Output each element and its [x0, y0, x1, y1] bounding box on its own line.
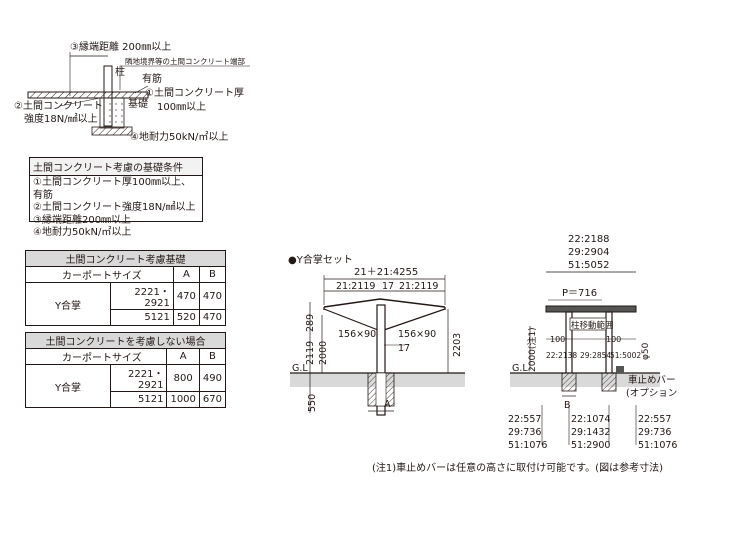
top-dim-3: 51:5052	[568, 260, 610, 271]
conditions-list: ①土間コンクリート厚100㎜以上、有筋 ②土間コンクリート強度18N/㎟以上 ③…	[30, 176, 202, 241]
foundation-shape	[99, 97, 125, 129]
col-right-1: 22:557	[638, 414, 671, 425]
side-footing-right	[601, 372, 617, 392]
table-with-slab: 土間コンクリート考慮基礎 カーポートサイズ A B Y合掌 2221・2921 …	[25, 250, 227, 326]
size-cell: 2221・2921	[110, 282, 174, 310]
top-dim-2: 29:2904	[568, 247, 610, 258]
stopper-label-1: 車止めバー	[628, 374, 676, 386]
side-elevation-drawing: 22:2188 29:2904 51:5052 P＝716 柱移動範囲 100 …	[508, 234, 678, 451]
bearing-base-shape	[91, 126, 133, 136]
table-title: 土間コンクリートを考慮しない場合	[25, 332, 226, 349]
side-gl-label: G.L	[512, 363, 528, 374]
edge-distance-label: ③縁端距離 200㎜以上	[70, 40, 171, 53]
col-left-3: 51:1076	[508, 440, 547, 451]
p-dim-label: P＝716	[562, 288, 597, 299]
label-b: B	[564, 400, 571, 411]
dim-2203-label: 2203	[452, 333, 463, 357]
post-shape	[376, 304, 386, 416]
conditions-title: 土間コンクリート考慮の基礎条件	[30, 158, 202, 176]
value-a-cell: 470	[172, 282, 200, 310]
top-dim-1: 22:2188	[568, 234, 610, 245]
total-width-label: 21＋21:4255	[354, 267, 418, 278]
pillar-label: 柱	[115, 65, 125, 78]
value-b-cell: 490	[198, 364, 227, 392]
bearing-label: ④地耐力50kN/㎡以上	[130, 130, 228, 143]
table-row: 5121 1000 670	[26, 391, 227, 408]
half-right-label: 21:2119	[399, 281, 438, 292]
column-header-a: A	[166, 348, 200, 365]
dim-289-label: 289	[305, 314, 316, 332]
concrete-label-2: 強度18N/㎟以上	[24, 112, 98, 125]
post-width-label: 17	[398, 343, 410, 354]
column-header-a: A	[172, 266, 200, 283]
value-a-cell: 520	[172, 309, 200, 326]
col-mid-1: 22:1074	[571, 414, 610, 425]
side-ground-fill	[510, 373, 660, 387]
stopper-label-2: (オプション)	[626, 388, 678, 399]
type-cell: Y合掌	[25, 364, 111, 408]
size-cell: 5121	[110, 309, 174, 326]
foundation-detail-drawing: ③縁端距離 200㎜以上 隣地境界等の土間コンクリート端部 柱 有筋 ①土間コン…	[14, 40, 250, 143]
col-mid-2: 29:1432	[571, 427, 610, 438]
col-left-1: 22:557	[508, 414, 541, 425]
beam-right-label: 156×90	[398, 329, 436, 340]
column-header-b: B	[198, 348, 227, 365]
half-left-label: 21:2119	[336, 281, 375, 292]
mid-label: 17	[382, 281, 394, 292]
table-without-slab: 土間コンクリートを考慮しない場合 カーポートサイズ A B Y合掌 2221・2…	[24, 332, 227, 408]
slab-shape	[27, 91, 149, 99]
type-cell: Y合掌	[25, 282, 111, 326]
gl-label: G.L	[292, 363, 308, 374]
condition-item: ①土間コンクリート厚100㎜以上、有筋	[33, 177, 192, 201]
column-header-size: カーポートサイズ	[25, 266, 174, 283]
neighbor-edge-label: 隣地境界等の土間コンクリート端部	[125, 56, 245, 66]
front-title: ●Y合掌セット	[288, 253, 353, 266]
diameter-label: φ50	[641, 342, 651, 360]
front-elevation-drawing: ●Y合掌セット 21＋21:4255 21:2119 17 21:2119 15…	[288, 253, 465, 416]
foundation-label: 基礎	[128, 97, 148, 110]
dim-2000-label: 2000	[318, 341, 329, 365]
table-title: 土間コンクリート考慮基礎	[25, 250, 226, 267]
value-b-cell: 670	[198, 391, 227, 408]
rebar-label: 有筋	[142, 72, 162, 85]
range-right-label: 100	[606, 335, 621, 344]
value-b-cell: 470	[198, 309, 227, 326]
table-row: Y合掌 2221・2921 800 490	[25, 364, 227, 408]
table-row: 5121 520 470	[26, 309, 227, 326]
slab-thickness-label-2: 100㎜以上	[157, 101, 206, 113]
value-b-cell: 470	[198, 282, 227, 310]
table-row: Y合掌 2221・2921 470 470	[25, 282, 227, 326]
column-header-b: B	[198, 266, 227, 283]
stopper-bar-shape	[616, 366, 624, 373]
movable-range-label: 柱移動範囲	[571, 320, 614, 331]
side-footing-left	[561, 372, 577, 392]
range-left-label: 100	[550, 335, 565, 344]
side-vdim-label: 2000(注1)	[526, 327, 538, 372]
dim-550-label: 550	[307, 394, 318, 412]
beam-left-label: 156×90	[338, 329, 376, 340]
size-cell: 2221・2921	[109, 364, 168, 392]
bottom-dim-2: 29:2854	[580, 351, 611, 360]
bottom-dim-3: 51:5002	[610, 351, 641, 360]
col-right-2: 29:736	[638, 427, 671, 438]
column-header-size: カーポートサイズ	[24, 348, 168, 365]
col-right-3: 51:1076	[638, 440, 677, 451]
concrete-label-1: ②土間コンクリート	[14, 99, 103, 112]
bottom-dim-1: 22:2138	[546, 351, 577, 360]
dim-2119-label: 2119	[305, 341, 316, 365]
side-roof-shape	[545, 305, 637, 313]
value-a-cell: 800	[166, 364, 200, 392]
footnote: (注1)車止めバーは任意の高さに取付け可能です。(図は参考寸法)	[372, 463, 663, 474]
value-a-cell: 1000	[166, 391, 200, 408]
col-left-2: 29:736	[508, 427, 541, 438]
label-a: A	[384, 399, 391, 410]
condition-item: ④地耐力50kN/㎡以上	[33, 227, 132, 238]
condition-item: ②土間コンクリート強度18N/㎟以上	[33, 202, 196, 213]
col-mid-3: 51:2900	[571, 440, 610, 451]
size-cell: 5121	[109, 391, 168, 408]
slab-thickness-label-1: ①土間コンクリート厚	[145, 86, 244, 99]
condition-item: ③縁端距離200㎜以上	[33, 214, 132, 226]
foundation-conditions-box: 土間コンクリート考慮の基礎条件 ①土間コンクリート厚100㎜以上、有筋 ②土間コ…	[29, 157, 203, 238]
